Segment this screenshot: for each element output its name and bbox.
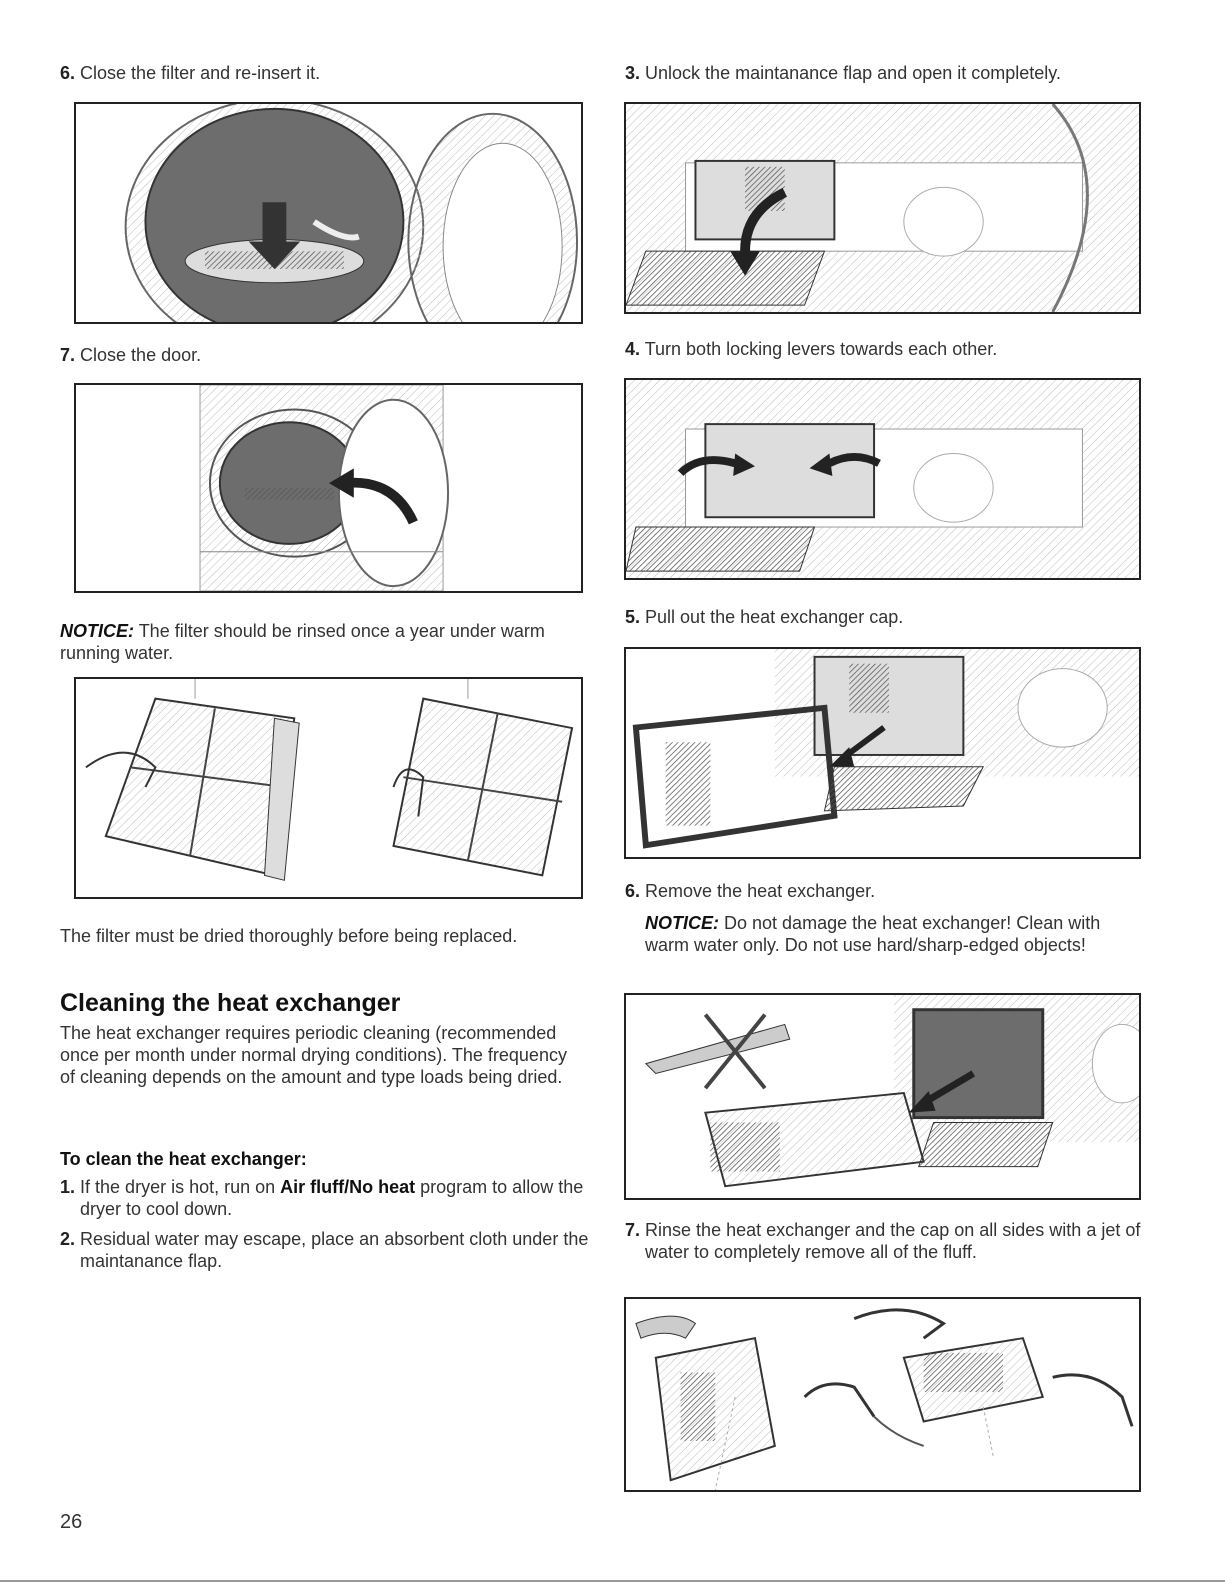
step-text: Rinse the heat exchanger and the cap on … <box>645 1220 1141 1262</box>
notice-text: Do not damage the heat exchanger! Clean … <box>645 913 1101 955</box>
notice-rinse-filter: NOTICE: The filter should be rinsed once… <box>60 620 580 664</box>
close-door-illustration-icon <box>74 383 583 593</box>
step-number: 7. <box>625 1220 641 1240</box>
step-text: Close the filter and re-insert it. <box>80 63 321 83</box>
step-number: 3. <box>625 63 641 83</box>
filter-rinse-illustration-icon <box>74 677 583 899</box>
left-step-7: 7. Close the door. <box>60 344 600 366</box>
step-text: Turn both locking levers towards each ot… <box>644 339 998 359</box>
step-number: 2. <box>60 1229 76 1249</box>
section-title: Cleaning the heat exchanger <box>60 989 401 1017</box>
remove-heat-exchanger-illustration-icon <box>624 993 1141 1200</box>
step-number: 4. <box>625 339 641 359</box>
step-number: 7. <box>60 345 76 365</box>
page-number: 26 <box>60 1511 83 1533</box>
right-step-4: 4. Turn both locking levers towards each… <box>625 338 1185 360</box>
left-step-6: 6. Close the filter and re-insert it. <box>60 62 600 84</box>
step-number: 5. <box>625 607 641 627</box>
subheading: To clean the heat exchanger: <box>60 1149 307 1169</box>
notice-heat-exchanger: NOTICE: Do not damage the heat exchanger… <box>645 912 1145 956</box>
locking-levers-illustration-icon <box>624 378 1141 580</box>
list-item: 1. If the dryer is hot, run on Air fluff… <box>60 1176 600 1220</box>
notice-label: NOTICE: <box>645 913 719 933</box>
program-name: Air fluff/No heat <box>280 1177 416 1197</box>
open-flap-illustration-icon <box>624 102 1141 314</box>
filter-reinsert-illustration-icon <box>74 102 583 324</box>
step-text: Residual water may escape, place an abso… <box>80 1229 589 1271</box>
rinse-heat-exchanger-illustration-icon <box>624 1297 1141 1492</box>
step-text: Remove the heat exchanger. <box>645 881 876 901</box>
step-number: 1. <box>60 1177 76 1197</box>
pull-cap-illustration-icon <box>624 647 1141 859</box>
filter-dry-text: The filter must be dried thoroughly befo… <box>60 926 518 946</box>
step-text-pre: If the dryer is hot, run on <box>80 1177 281 1197</box>
page-bottom-rule <box>0 1580 1225 1582</box>
list-item: 2. Residual water may escape, place an a… <box>60 1228 600 1272</box>
right-step-7: 7. Rinse the heat exchanger and the cap … <box>625 1219 1185 1263</box>
step-number: 6. <box>625 881 641 901</box>
step-number: 6. <box>60 63 76 83</box>
right-step-3: 3. Unlock the maintanance flap and open … <box>625 62 1185 84</box>
right-step-5: 5. Pull out the heat exchanger cap. <box>625 606 1185 628</box>
step-text: Unlock the maintanance flap and open it … <box>645 63 1061 83</box>
step-text-post: program to allow the dryer to cool down. <box>80 1177 584 1219</box>
notice-text: The filter should be rinsed once a year … <box>60 621 545 663</box>
right-step-6: 6. Remove the heat exchanger. <box>625 880 1185 902</box>
step-text: Close the door. <box>80 345 202 365</box>
step-text: Pull out the heat exchanger cap. <box>645 607 904 627</box>
section-intro: The heat exchanger requires periodic cle… <box>60 1023 567 1087</box>
notice-label: NOTICE: <box>60 621 134 641</box>
